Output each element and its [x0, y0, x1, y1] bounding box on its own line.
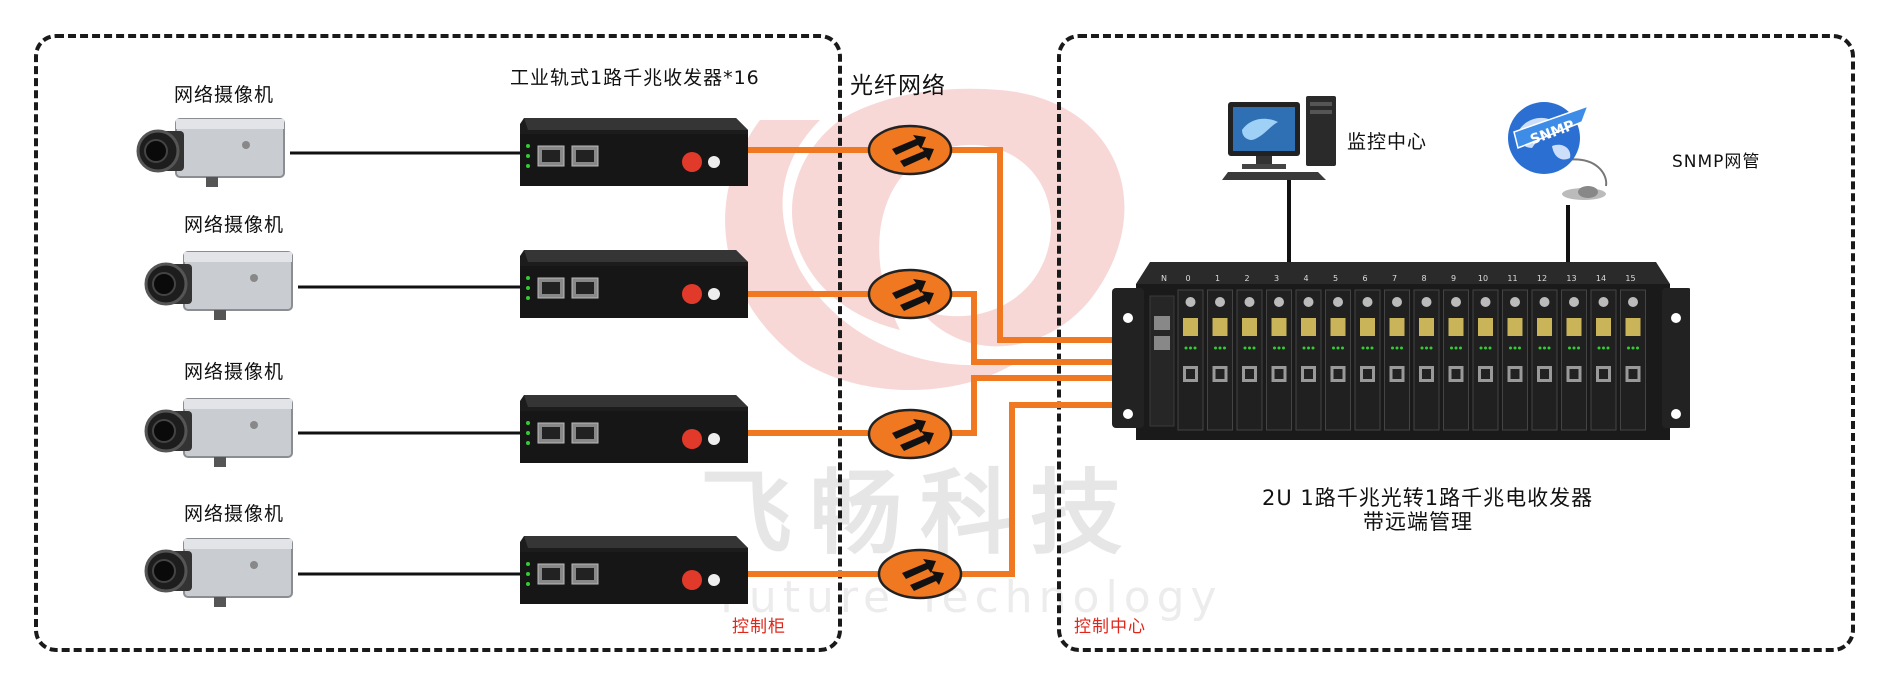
ip-camera-icon	[136, 113, 286, 189]
ip-camera-icon	[144, 246, 294, 322]
slot-card	[1620, 289, 1646, 431]
slot-card	[1561, 289, 1587, 431]
fiber-converter-icon	[516, 528, 751, 608]
fiber-hub-icon	[877, 548, 963, 600]
fiber-hub-icon	[867, 408, 953, 460]
slot-number: 12	[1537, 274, 1547, 283]
slot-card	[1177, 289, 1204, 431]
camera-label: 网络摄像机	[184, 503, 285, 525]
slot-number: 4	[1303, 274, 1308, 283]
slot-number: 10	[1478, 274, 1488, 283]
slot-card	[1590, 289, 1617, 431]
slot-number: 0	[1185, 274, 1190, 283]
snmp-label: SNMP网管	[1672, 152, 1761, 172]
ip-camera-icon	[144, 393, 294, 469]
chassis-title-line2: 带远端管理	[1363, 510, 1473, 534]
slot-card	[1413, 289, 1440, 431]
computer-icon	[1222, 92, 1352, 182]
slot-card	[1266, 289, 1292, 431]
watermark-swirl-2	[725, 120, 1020, 390]
fiber-hub-icon	[867, 124, 953, 176]
ip-camera-icon	[144, 533, 294, 609]
slot-card	[1354, 289, 1381, 431]
slot-card	[1236, 289, 1263, 431]
camera-label: 网络摄像机	[184, 361, 285, 383]
slot-card	[1295, 289, 1322, 431]
slot-number: 15	[1625, 274, 1635, 283]
slot-number: 13	[1566, 274, 1576, 283]
converter-title: 工业轨式1路千兆收发器*16	[510, 67, 760, 89]
watermark-en: Future Technology	[720, 572, 1223, 623]
slot-number: 11	[1507, 274, 1517, 283]
fiber-converter-icon	[516, 387, 751, 467]
slot-card	[1384, 289, 1410, 431]
slot-card	[1531, 289, 1558, 431]
slot-card	[1472, 289, 1499, 431]
slot-number: 6	[1362, 274, 1367, 283]
slot-number: 1	[1215, 274, 1220, 283]
chassis-title-line1: 2U 1路千兆光转1路千兆电收发器	[1262, 486, 1594, 510]
fiber-converter-icon	[516, 242, 751, 322]
slot-number: 8	[1421, 274, 1426, 283]
slot-number: 7	[1392, 274, 1397, 283]
control-center-label: 控制中心	[1074, 617, 1146, 637]
monitor-center-label: 监控中心	[1347, 131, 1428, 153]
fiber-path-3b	[950, 375, 1112, 436]
slot-number: 5	[1333, 274, 1338, 283]
fiber-converter-icon	[516, 110, 751, 190]
camera-label: 网络摄像机	[174, 84, 275, 106]
slot-card	[1325, 289, 1351, 431]
camera-label: 网络摄像机	[184, 214, 285, 236]
fiber-path-2b	[950, 291, 1112, 365]
slot-number: N	[1161, 274, 1167, 283]
fiber-paths	[748, 147, 1112, 577]
cabinet-label: 控制柜	[732, 617, 786, 637]
fiber-path-4b	[958, 402, 1112, 577]
slot-number: 9	[1451, 274, 1456, 283]
slot-card	[1443, 289, 1469, 431]
control-cabinet-zone	[34, 34, 842, 652]
snmp-globe-icon: SNMP	[1496, 96, 1656, 206]
fiber-hub-icon	[867, 268, 953, 320]
slot-number: 2	[1244, 274, 1249, 283]
slot-card	[1502, 289, 1528, 431]
slot-number: 3	[1274, 274, 1279, 283]
slot-number: 14	[1596, 274, 1606, 283]
slot-card	[1207, 289, 1233, 431]
fiber-network-label: 光纤网络	[850, 73, 946, 99]
watermark-cn: 飞畅科技	[700, 460, 1140, 567]
fiber-path-1b	[950, 147, 1112, 343]
